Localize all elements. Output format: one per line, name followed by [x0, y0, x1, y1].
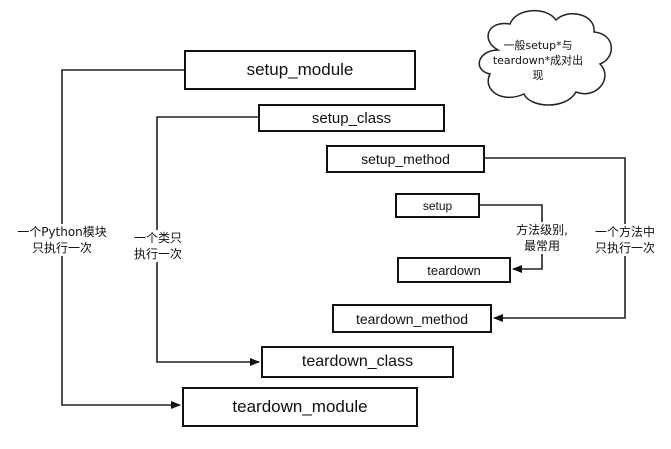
- setup-class-label: setup_class: [311, 109, 392, 127]
- teardown-method-label: teardown_method: [355, 310, 469, 327]
- class-scope-label: 一个类只 执行一次: [131, 230, 185, 262]
- setup-scope-line2: 最常用: [523, 239, 560, 253]
- note-cloud: [478, 9, 612, 106]
- teardown-class-label: teardown_class: [301, 353, 414, 370]
- method-scope-line2: 只执行一次: [594, 241, 655, 255]
- method-scope-line1: 一个方法中: [594, 225, 655, 239]
- class-scope-line1: 一个类只: [133, 231, 182, 245]
- setup-class-box: setup_class: [258, 104, 445, 132]
- module-scope-label: 一个Python模块 只执行一次: [10, 224, 114, 256]
- cloud-note-text: 一般setup*与 teardown*成对出 现: [483, 38, 593, 83]
- teardown-module-box: teardown_module: [182, 387, 418, 427]
- setup-module-label: setup_module: [246, 60, 354, 79]
- setup-scope-label: 方法级别, 最常用: [510, 222, 574, 254]
- cloud-note-line1: 一般setup*与: [503, 39, 573, 52]
- cloud-note-line2: teardown*成对出: [492, 54, 584, 67]
- setup-scope-line1: 方法级别,: [516, 223, 568, 237]
- module-scope-line2: 只执行一次: [31, 241, 92, 255]
- setup-box: setup: [395, 193, 480, 218]
- setup-label: setup: [422, 198, 453, 213]
- teardown-module-label: teardown_module: [232, 397, 368, 416]
- method-scope-label: 一个方法中 只执行一次: [591, 224, 659, 256]
- cloud-note-line3: 现: [532, 69, 544, 82]
- setup-method-label: setup_method: [361, 151, 450, 167]
- setup-method-box: setup_method: [326, 145, 485, 173]
- teardown-class-box: teardown_class: [261, 346, 454, 378]
- setup-module-box: setup_module: [184, 50, 416, 90]
- module-scope-line1: 一个Python模块: [17, 225, 107, 239]
- teardown-box: teardown: [397, 257, 511, 283]
- class-scope-line2: 执行一次: [133, 247, 182, 261]
- teardown-method-box: teardown_method: [332, 304, 492, 333]
- teardown-label: teardown: [427, 262, 481, 278]
